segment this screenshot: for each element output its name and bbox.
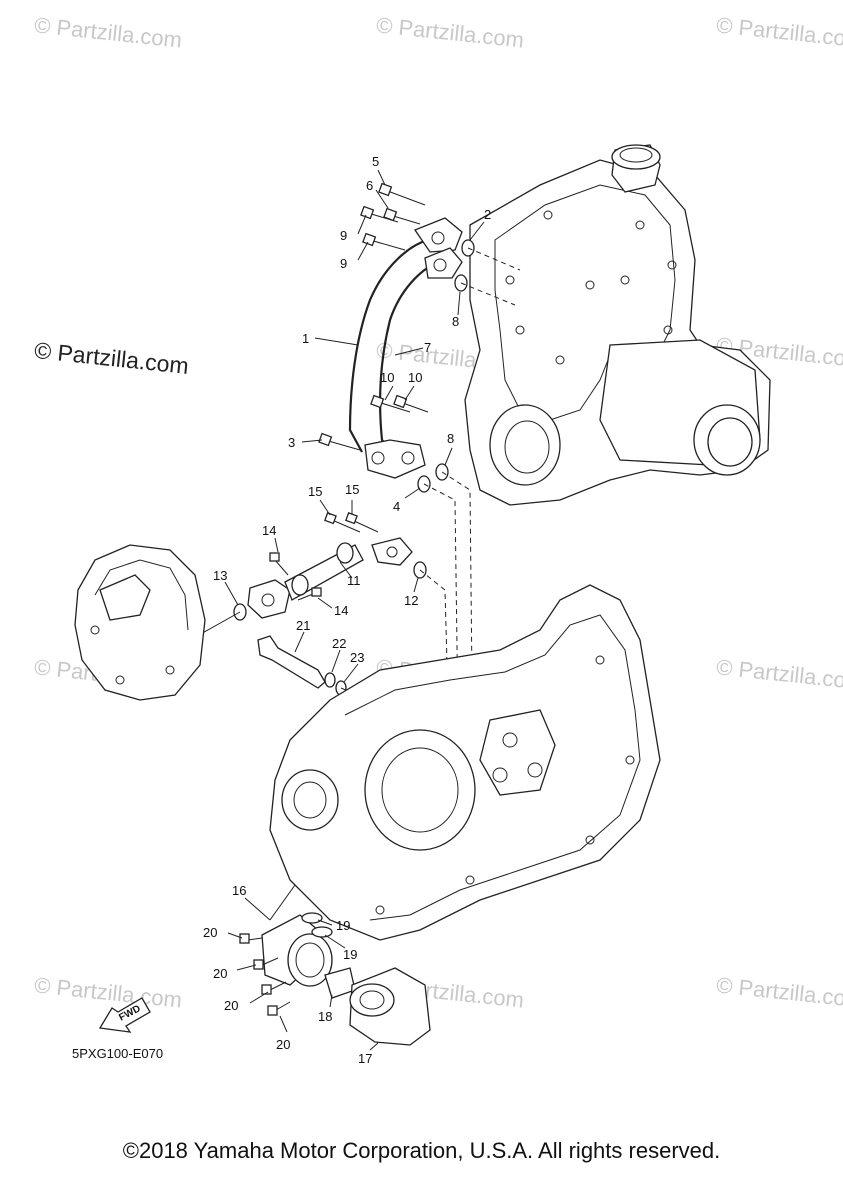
union-bolt (257, 635, 326, 689)
callout-22: 22 (332, 636, 346, 651)
callout-8a: 8 (452, 314, 459, 329)
callout-numbers: 5 6 2 9 9 8 1 7 10 10 3 8 4 15 15 14 11 … (203, 154, 491, 1066)
callout-20b: 20 (213, 966, 227, 981)
callout-20d: 20 (276, 1037, 290, 1052)
callout-2: 2 (484, 207, 491, 222)
callout-14a: 14 (262, 523, 276, 538)
callout-3: 3 (288, 435, 295, 450)
copyright-notice: ©2018 Yamaha Motor Corporation, U.S.A. A… (122, 1138, 721, 1163)
pipe-bolts (318, 182, 429, 451)
callout-7: 7 (424, 340, 431, 355)
callout-1: 1 (302, 331, 309, 346)
callout-9b: 9 (340, 256, 347, 271)
generator-cover-left (74, 544, 206, 701)
callout-20c: 20 (224, 998, 238, 1013)
callout-13: 13 (213, 568, 227, 583)
callout-5: 5 (372, 154, 379, 169)
callout-4: 4 (393, 499, 400, 514)
callout-16: 16 (232, 883, 246, 898)
callout-6: 6 (366, 178, 373, 193)
oil-delivery-pipes (348, 217, 463, 479)
callout-20a: 20 (203, 925, 217, 940)
fwd-arrow-icon: FWD (98, 997, 151, 1033)
callout-8b: 8 (447, 431, 454, 446)
callout-12: 12 (404, 593, 418, 608)
oil-filter-assembly (239, 884, 431, 1046)
callout-21: 21 (296, 618, 310, 633)
o-rings (233, 239, 475, 696)
callout-19a: 19 (336, 918, 350, 933)
callout-19b: 19 (343, 947, 357, 962)
callout-23: 23 (350, 650, 364, 665)
crankcase-lower (269, 584, 661, 941)
oil-pipe-assembly (247, 512, 413, 619)
callout-15a: 15 (308, 484, 322, 499)
callout-18: 18 (318, 1009, 332, 1024)
callout-15b: 15 (345, 482, 359, 497)
callout-10b: 10 (408, 370, 422, 385)
callout-17: 17 (358, 1051, 372, 1066)
leader-lines (224, 169, 485, 1051)
callout-9a: 9 (340, 228, 347, 243)
callout-11: 11 (347, 573, 361, 588)
crankcase-cover-right (464, 144, 771, 506)
callout-10a: 10 (380, 370, 394, 385)
diagram-code: 5PXG100-E070 (72, 1046, 164, 1061)
callout-14b: 14 (334, 603, 348, 618)
